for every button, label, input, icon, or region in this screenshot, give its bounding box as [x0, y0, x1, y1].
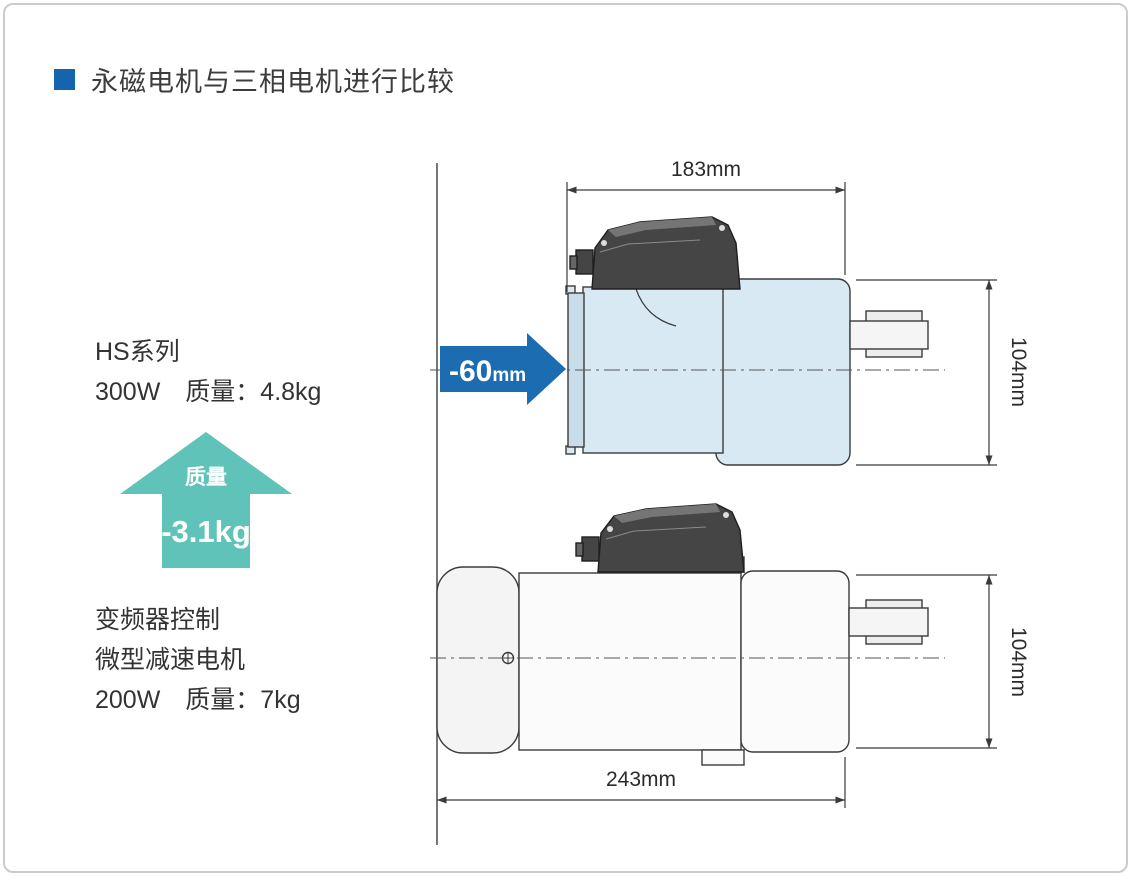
hs-series-label: HS系列 300W 质量：4.8kg [95, 332, 321, 412]
hs-series-name: HS系列 [95, 338, 180, 366]
weight-arrow-label: 质量 [185, 466, 227, 489]
bottom-motor-drawing [430, 503, 945, 766]
length-reduction-text: -60mm [449, 355, 526, 388]
hs-series-spec: 300W 质量：4.8kg [95, 378, 322, 406]
length-reduction-arrow: -60mm [440, 333, 566, 405]
top-motor-shaft [849, 320, 929, 350]
dimension-bottom-width: 243mm [437, 757, 846, 808]
bottom-motor-shaft [848, 607, 929, 637]
weight-reduction-arrow: 质量 -3.1kg [120, 432, 292, 568]
weight-arrow-value: -3.1kg [161, 514, 251, 549]
dimension-label-bottom-height: 104mm [1007, 627, 1030, 697]
dimension-bottom-height: 104mm [856, 574, 1030, 749]
bottom-motor-terminal-box [575, 503, 745, 573]
inverter-line2: 微型减速电机 [95, 646, 246, 674]
dimension-top-height: 104mm [856, 279, 1030, 466]
gearhead-screw-icon [501, 651, 515, 665]
inverter-motor-label: 变频器控制 微型减速电机 200W 质量：7kg [95, 600, 301, 720]
right-arrow-icon [440, 333, 566, 405]
dimension-label-bottom-width: 243mm [606, 768, 676, 791]
inverter-line3: 200W 质量：7kg [95, 686, 301, 714]
top-motor-terminal-box [569, 216, 741, 290]
top-motor-drawing [430, 216, 945, 466]
title-bullet-icon [54, 69, 75, 90]
dimension-top-width: 183mm [566, 158, 846, 292]
header: 永磁电机与三相电机进行比较 [54, 60, 455, 99]
dimension-label-top-width: 183mm [671, 158, 741, 181]
inverter-line1: 变频器控制 [95, 606, 221, 634]
page-title: 永磁电机与三相电机进行比较 [91, 67, 455, 97]
dimension-label-top-height: 104mm [1007, 337, 1030, 407]
up-arrow-icon [120, 432, 292, 568]
